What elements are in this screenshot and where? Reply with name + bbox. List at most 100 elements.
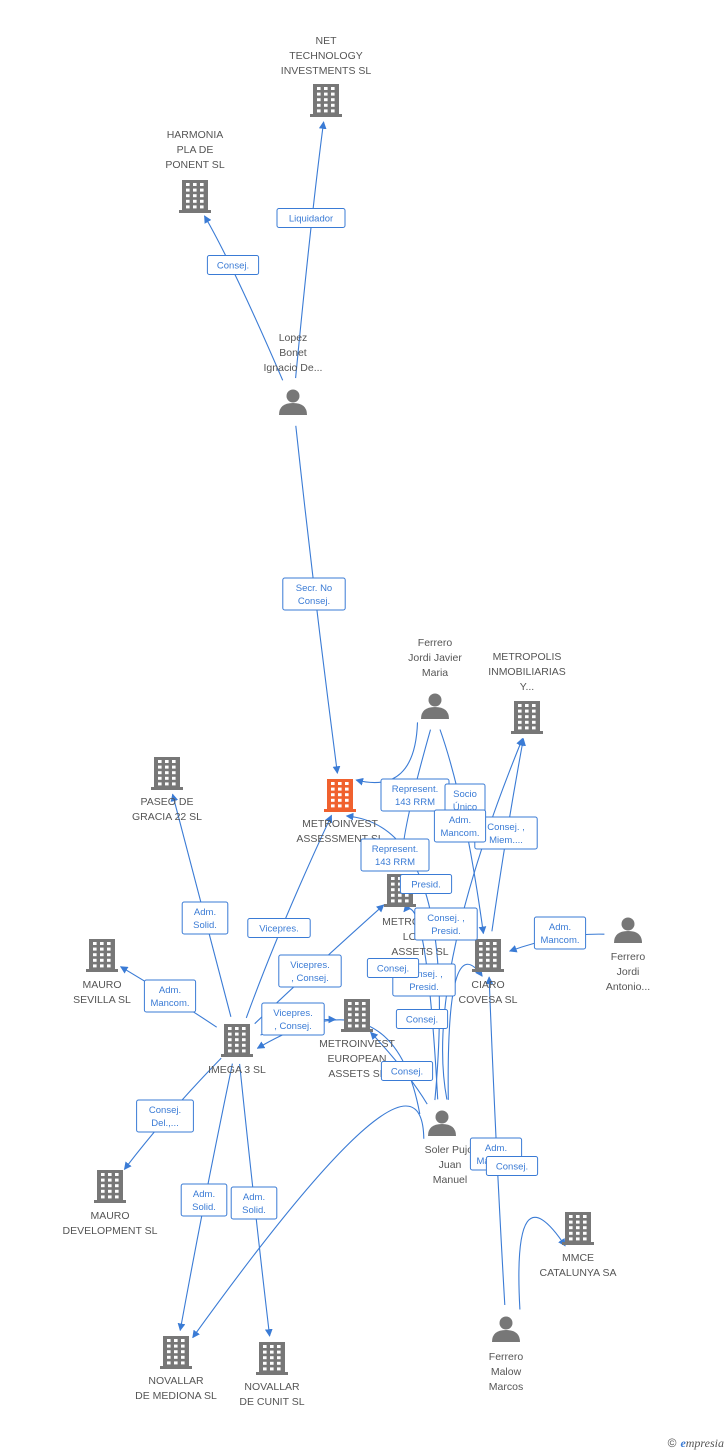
net-technology-investments-building-icon [310,84,342,117]
edge-label-16[interactable]: Adm.Mancom. [533,916,587,950]
edge-label-text: Consej. [406,1015,438,1026]
edge-soler-pujol-juan-manuel-to-metroinvest-local-assets [403,903,439,1100]
lopez-bonet-ignacio-label-line-3: Ignacio De... [264,362,323,374]
edge-label-10[interactable]: Adm.Solid. [180,1183,228,1217]
net-technology-investments-label-line-2: TECHNOLOGY [289,50,363,62]
node-metropolis-inmobiliarias[interactable]: METROPOLISINMOBILIARIASY... [488,651,566,734]
edge-ferrero-malow-marcos-to-mmce-catalunya [518,1216,566,1310]
ciaro-covesa-label-line-2: COVESA SL [459,994,518,1006]
soler-pujol-juan-manuel-label-line-1: Soler Pujol [425,1144,476,1156]
edge-label-text: Consej. [149,1105,181,1116]
edge-soler-pujol-juan-manuel-to-novallar-de-mediona [192,1105,425,1339]
edge-label-15[interactable]: Consej. ,Miem.... [474,816,538,850]
edge-soler-pujol-juan-manuel-to-metropolis-inmobiliarias [442,737,524,1100]
edge-label-box [395,1009,449,1029]
paseo-de-gracia-22-label-line-2: GRACIA 22 SL [132,811,202,823]
edge-label-11[interactable]: Adm.Solid. [230,1186,278,1220]
ferrero-malow-marcos-label-line-3: Marcos [489,1381,523,1393]
ferrero-jordi-javier-maria-person-icon [421,693,449,719]
edge-label-7[interactable]: Vicepres., Consej. [278,954,342,988]
node-net-technology-investments[interactable]: NET TECHNOLOGY INVESTMENTS SL [281,35,372,117]
mauro-development-label-line-1: MAURO [90,1210,129,1222]
edge-label-box [282,577,346,611]
edge-label-box [533,916,587,950]
edge-label-17[interactable]: Adm.Mancom. [433,809,487,843]
edge-label-text: 143 RRM [395,797,435,808]
edge-label-14[interactable]: Represent.143 RRM [360,838,430,872]
paseo-de-gracia-22-building-icon [151,757,183,790]
edge-label-box [143,979,197,1013]
edge-label-25[interactable]: Consej. [485,1156,539,1176]
edge-label-box [399,874,453,894]
net-technology-investments-label-line-3: INVESTMENTS SL [281,65,372,77]
edge-label-text: Presid. [409,982,439,993]
ferrero-jordi-javier-maria-label-line-2: Jordi Javier [408,652,462,664]
edge-label-text: Liquidador [289,214,333,225]
node-novallar-de-cunit[interactable]: NOVALLAR DE CUNIT SL [239,1342,305,1408]
edge-label-text: Consej. [217,261,249,272]
edge-label-22[interactable]: Consej. [366,958,420,978]
edge-label-6[interactable]: Adm.Mancom. [143,979,197,1013]
edge-label-text: Del.,... [151,1118,178,1129]
edge-ferrero-jordi-javier-maria-to-metroinvest-assessment [355,722,419,786]
ferrero-jordi-antonio-label-line-2: Jordi [617,966,640,978]
edge-label-5[interactable]: Vicepres. [247,918,311,938]
mauro-development-label-line-2: DEVELOPMENT SL [63,1225,158,1237]
edge-label-text: Vicepres. [290,960,329,971]
edge-label-text: Adm. [449,815,471,826]
soler-pujol-juan-manuel-label-line-2: Juan [439,1159,462,1171]
edge-label-2[interactable]: Consej. [206,255,260,275]
ferrero-jordi-javier-maria-label-line-1: Ferrero [418,637,453,649]
mmce-catalunya-label-line-1: MMCE [562,1252,594,1264]
edge-label-text: Consej. [496,1162,528,1173]
mmce-catalunya-building-icon [562,1212,594,1245]
edge-label-text: Presid. [411,880,441,891]
edge-label-19[interactable]: Consej. ,Presid. [414,907,478,941]
edge-label-4[interactable]: Adm. Solid. [181,901,229,935]
edge-label-9[interactable]: Consej. Del.,... [136,1099,194,1133]
novallar-de-cunit-label-line-2: DE CUNIT SL [239,1396,304,1408]
edge-label-8[interactable]: Vicepres., Consej. [261,1002,325,1036]
node-imega-3[interactable]: IMEGA 3 SL [208,1024,266,1076]
edge-label-23[interactable]: Consej. [395,1009,449,1029]
edge-label-box [206,255,260,275]
novallar-de-mediona-building-icon [160,1336,192,1369]
mauro-development-building-icon [94,1170,126,1203]
node-ferrero-jordi-antonio[interactable]: FerreroJordiAntonio... [606,917,650,994]
edge-imega-3-to-metroinvest-assessment [245,814,333,1019]
edge-label-18[interactable]: Presid. [399,874,453,894]
edge-label-1[interactable]: Liquidador [276,208,346,228]
edge-label-text: Socio [453,789,477,800]
edge-label-text: Miem.... [489,835,523,846]
edge-label-20[interactable]: Consej. [380,1061,434,1081]
harmonia-pla-de-ponent-label-line-3: PONENT SL [165,159,224,171]
edge-label-text: Único [453,802,477,813]
edge-lopez-bonet-ignacio-to-harmonia-pla-de-ponent [204,215,284,381]
edge-label-12[interactable]: Represent.143 RRM [380,778,450,812]
net-technology-investments-label-line-1: NET [316,35,338,47]
edge-label-text: Solid. [193,920,217,931]
edge-label-box [180,1183,228,1217]
metroinvest-european-assets-label-line-2: EUROPEAN [328,1053,387,1065]
edge-label-text: Mancom. [150,998,189,1009]
edge-label-text: Adm. [193,1189,215,1200]
metroinvest-assessment-building-icon [324,779,356,812]
node-mauro-development[interactable]: MAURO DEVELOPMENT SL [63,1170,158,1237]
edge-label-text: Adm. [194,907,216,918]
novallar-de-cunit-label-line-1: NOVALLAR [244,1381,300,1393]
